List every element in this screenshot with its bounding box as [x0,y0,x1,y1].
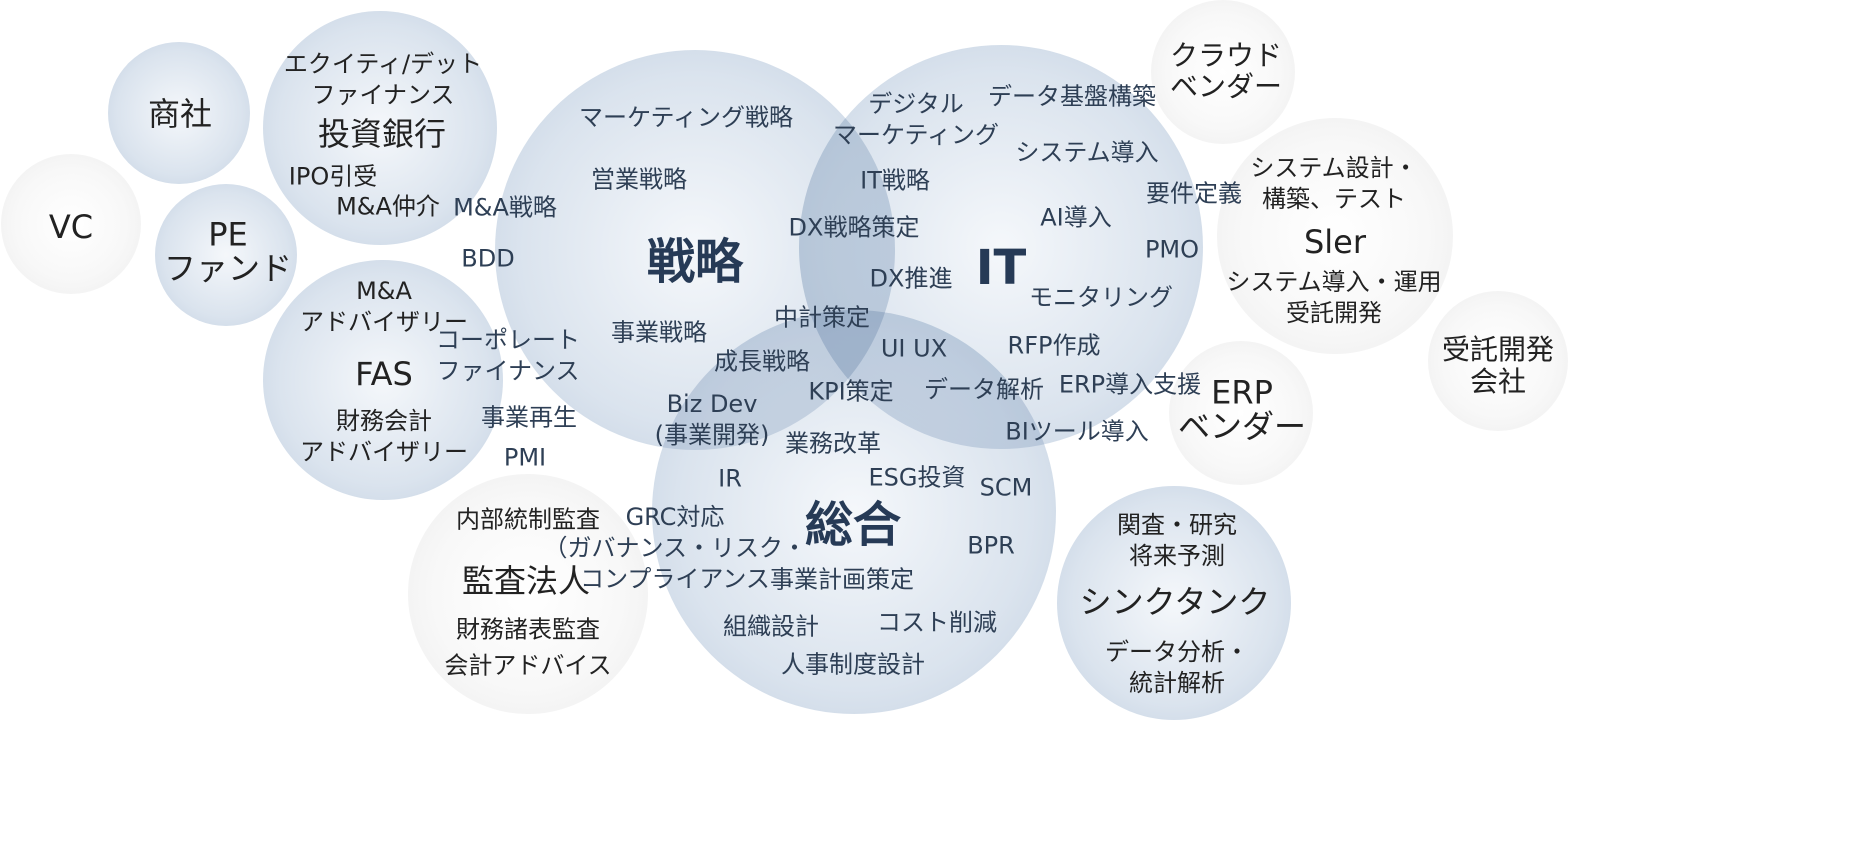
erp-vendor-circle [1169,341,1313,485]
erp-support-label: ERP導入支援 [1058,370,1202,399]
corporate-finance-label: コーポレート ファイナンス [436,325,580,385]
internal-control-audit-label: 内部統制監査 [456,505,600,534]
bpr-label: BPR [967,531,1015,560]
shosha-circle [108,42,250,184]
contract-dev-label: 受託開発 会社 [1441,332,1555,398]
biz-dev-label: Biz Dev (事業開発) [654,389,770,449]
pe-fund-label: PE ファンド [163,215,293,287]
bi-tool-label: BIツール導入 [1005,417,1149,446]
sier-circle [1217,118,1453,354]
data-analysis-label: データ解析 [924,375,1044,404]
it-general-overlap [799,310,1056,449]
ui-ux-label: UI UX [880,334,948,363]
ir-label: IR [718,464,742,493]
business-plan-label: 事業計画策定 [770,565,914,594]
org-design-label: 組織設計 [723,612,819,641]
system-intro-label: システム導入 [1015,138,1159,167]
think-tank-analysis-label: データ分析・ 統計解析 [1105,637,1249,697]
bdd-label: BDD [461,244,515,273]
sier-operation-label: システム導入・運用 受託開発 [1226,267,1442,327]
accounting-advice-label: 会計アドバイス [444,651,612,680]
cost-reduction-label: コスト削減 [877,608,997,637]
shosha-label: 商社 [147,95,213,134]
fas-accounting-advisory-label: 財務会計 アドバイザリー [300,406,468,466]
strategy-general-overlap [652,310,895,450]
growth-strategy-label: 成長戦略 [714,347,810,376]
sales-strategy-label: 営業戦略 [591,165,687,194]
pe-fund-circle [155,184,297,326]
vc-label: VC [48,208,94,247]
esg-label: ESG投資 [868,463,966,492]
vc-circle [1,154,141,294]
pmo-label: PMO [1144,235,1200,264]
marketing-strategy-label: マーケティング戦略 [578,103,794,132]
fas-circle [263,260,503,500]
erp-vendor-label: ERP ベンダー [1177,373,1307,445]
sier-design-label: システム設計・ 構築、テスト [1250,153,1418,213]
pmi-label: PMI [503,443,547,472]
scm-label: SCM [979,473,1033,502]
think-tank-research-label: 関査・研究 将来予測 [1117,510,1237,570]
audit-firm-title: 監査法人 [461,562,591,601]
cloud-vendor-circle [1151,0,1295,144]
hr-system-label: 人事制度設計 [781,650,925,679]
financial-statement-audit-label: 財務諸表監査 [456,615,600,644]
ma-strategy-label: M&A戦略 [453,193,557,222]
think-tank-circle [1057,486,1291,720]
audit-firm-circle [408,474,648,714]
grc-label: GRC対応 （ガバナンス・リスク・ コンプライアンス [543,503,807,594]
mid-term-plan-label: 中計策定 [774,303,870,332]
dx-strategy-label: DX戦略策定 [788,213,920,242]
fas-title: FAS [355,355,413,394]
it-strategy-label: IT戦略 [860,166,930,195]
digital-marketing-label: デジタル マーケティング [832,89,1000,149]
ma-brokerage-label: M&A仲介 [336,192,440,221]
dx-promotion-label: DX推進 [869,264,953,293]
think-tank-title: シンクタンク [1079,583,1271,622]
fas-ma-advisory-label: M&A アドバイザリー [300,276,468,336]
data-platform-label: データ基盤構築 [988,82,1156,111]
business-strategy-label: 事業戦略 [611,318,707,347]
kpi-label: KPI策定 [808,377,894,406]
business-reform-label: 業務改革 [785,429,881,458]
general-title: 総合 [804,496,902,553]
investment-bank-circle [263,11,497,245]
strategy-title: 戦略 [646,233,744,290]
investment-bank-title: 投資銀行 [317,115,447,154]
turnaround-label: 事業再生 [481,403,577,432]
requirements-label: 要件定義 [1146,179,1242,208]
monitoring-label: モニタリング [1029,283,1173,312]
general-circle [652,310,1056,714]
ai-intro-label: AI導入 [1040,203,1112,232]
rfp-label: RFP作成 [1007,331,1101,360]
ib-finance-label: エクイティ/デット ファイナンス [283,49,483,109]
cloud-vendor-label: クラウド ベンダー [1169,39,1283,103]
contract-dev-circle [1428,291,1568,431]
sier-title: Sler [1303,223,1367,262]
it-title: IT [975,239,1027,296]
ipo-underwriting-label: IPO引受 [288,162,378,191]
